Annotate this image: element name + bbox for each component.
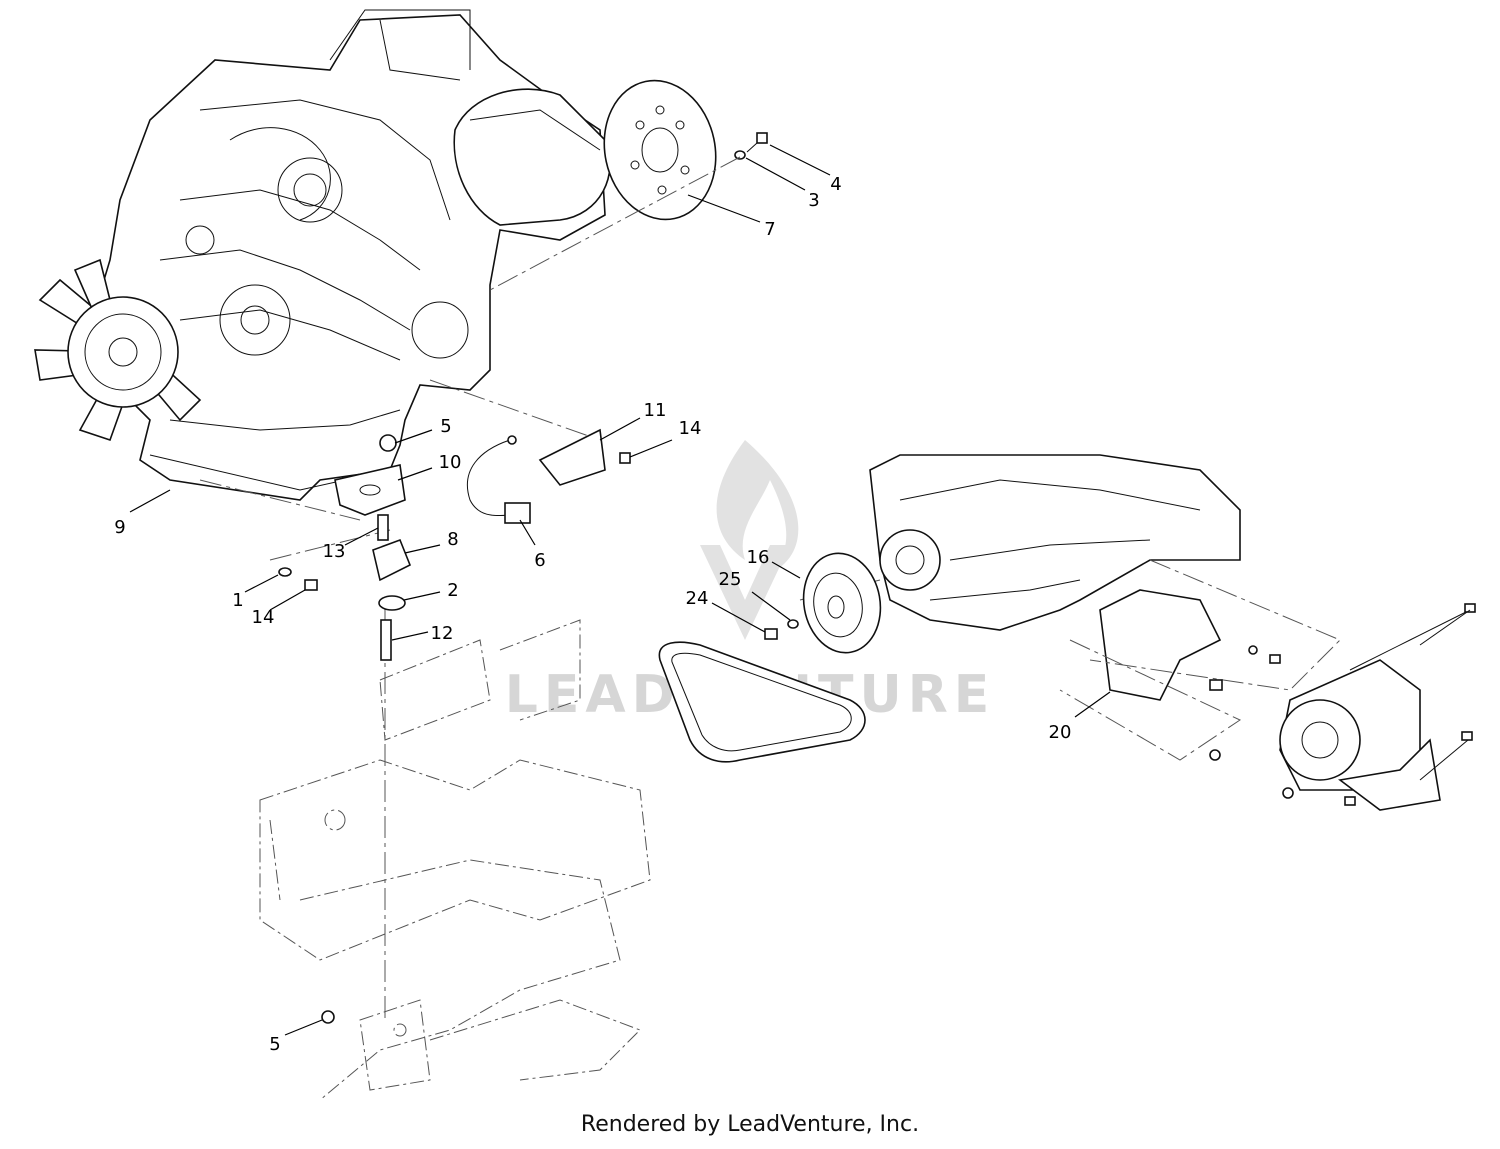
watermark-flame-icon	[716, 440, 799, 575]
callout-14-right: 14	[679, 418, 702, 439]
flex-plate-bolt	[734, 132, 768, 160]
callout-25: 25	[719, 569, 742, 590]
callout-16: 16	[747, 547, 770, 568]
bracket-11	[538, 428, 631, 486]
callout-13: 13	[323, 541, 346, 562]
callout-24: 24	[686, 588, 709, 609]
engine-assembly	[34, 9, 611, 501]
engine-right	[869, 454, 1241, 631]
callout-5-bottom: 5	[269, 1034, 280, 1055]
callout-9: 9	[114, 517, 125, 538]
callout-14-left: 14	[252, 607, 275, 628]
frame-phantom	[259, 619, 651, 1101]
callout-6: 6	[534, 550, 545, 571]
mount-stack	[278, 514, 412, 661]
callout-2: 2	[447, 580, 458, 601]
ac-compressor	[1209, 603, 1476, 811]
callout-10: 10	[439, 452, 462, 473]
callout-11: 11	[644, 400, 667, 421]
sensor-harness	[466, 435, 531, 524]
fan	[34, 258, 202, 442]
crank-pulley	[802, 552, 882, 654]
callout-12: 12	[431, 623, 454, 644]
watermark-v-icon	[700, 545, 790, 640]
drive-belt	[658, 641, 866, 763]
callout-3: 3	[808, 190, 819, 211]
compressor-bracket	[1059, 559, 1341, 761]
mount-bracket	[334, 434, 406, 516]
callout-7: 7	[764, 219, 775, 240]
flex-plate	[603, 79, 717, 221]
callout-8: 8	[447, 529, 458, 550]
callout-5-top: 5	[440, 416, 451, 437]
callout-1: 1	[232, 590, 243, 611]
callouts: 1 2 3 4 5 5 6 7 8 9 10 11 12 13 14 14 16…	[114, 174, 1071, 1055]
pulley-bolt	[764, 619, 799, 640]
leader-lines	[129, 144, 1111, 1036]
callout-20: 20	[1049, 722, 1072, 743]
footer-credit: Rendered by LeadVenture, Inc.	[580, 1112, 920, 1137]
callout-4: 4	[830, 174, 841, 195]
